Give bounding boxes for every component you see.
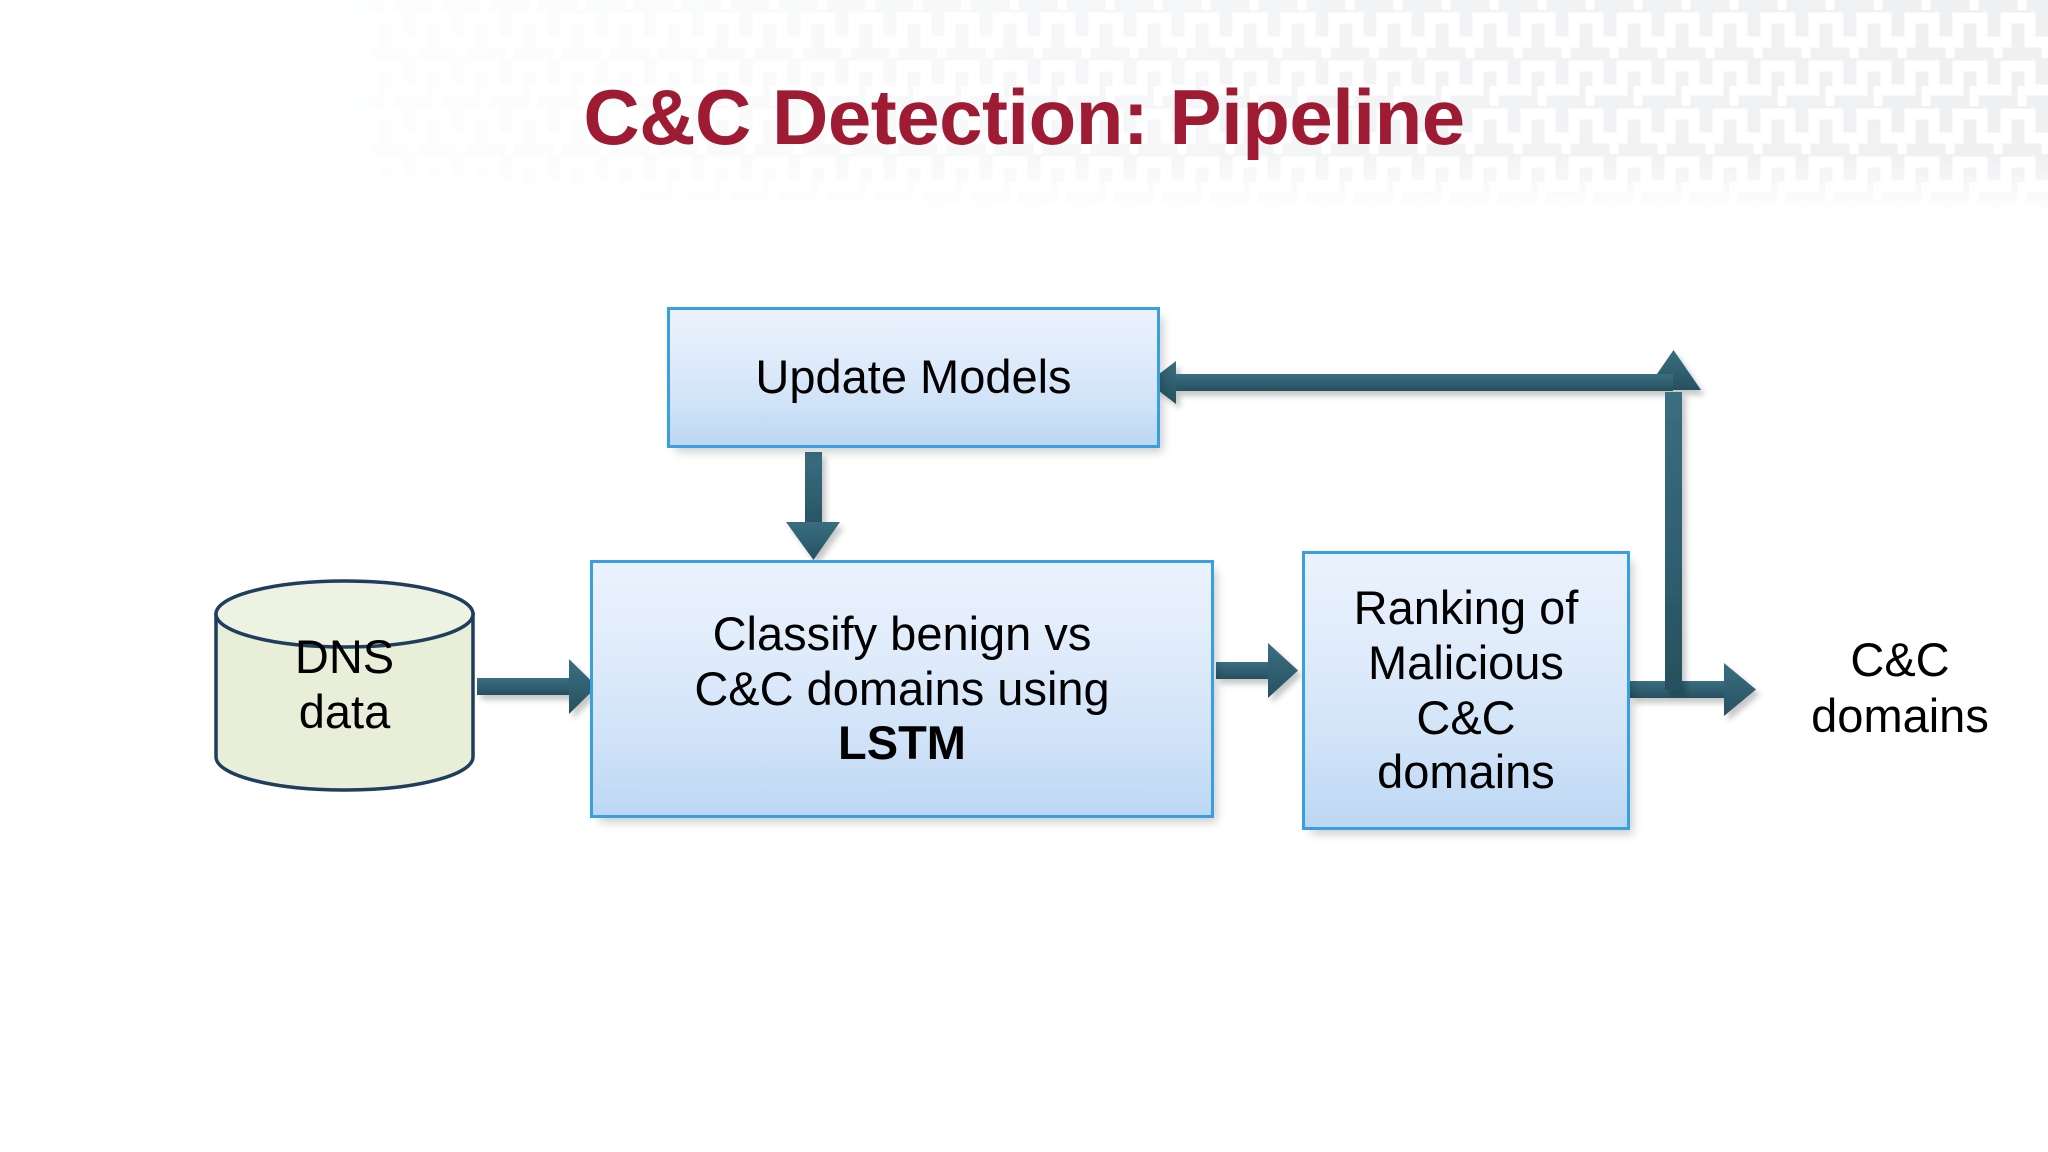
node-dns-data-label: DNS data	[212, 630, 477, 739]
classify-line-2: C&C domains using	[694, 661, 1110, 715]
ranking-line-2: Malicious	[1368, 635, 1564, 689]
ranking-line-4: domains	[1377, 745, 1555, 799]
output-line-2: domains	[1811, 689, 1989, 743]
ranking-line-3: C&C	[1416, 690, 1516, 744]
dns-line-1: DNS	[294, 630, 395, 683]
node-dns-data[interactable]: DNS data	[212, 578, 477, 793]
node-classify-label: Classify benign vs C&C domains using LST…	[694, 607, 1109, 771]
node-classify[interactable]: Classify benign vs C&C domains using LST…	[590, 560, 1214, 818]
classify-line-1: Classify benign vs	[712, 607, 1092, 661]
arrow-dns-to-classify	[477, 659, 597, 714]
cylinder-shape	[214, 579, 475, 792]
slide-header-band	[0, 0, 2048, 222]
arrow-ranking-to-output	[1630, 663, 1756, 716]
header-bottom-fade	[0, 156, 2048, 222]
node-ranking-label: Ranking of Malicious C&C domains	[1354, 581, 1579, 799]
node-cc-domains-output: C&C domains	[1770, 632, 2030, 745]
dns-line-2: data	[298, 684, 391, 738]
node-update-models[interactable]: Update Models	[667, 307, 1160, 448]
page-title: C&C Detection: Pipeline	[583, 73, 1465, 161]
arrow-update-to-classify	[786, 452, 840, 560]
node-update-models-label: Update Models	[755, 350, 1072, 404]
output-line-1: C&C	[1850, 633, 1950, 686]
classify-line-3: LSTM	[838, 716, 966, 770]
ranking-line-1: Ranking of	[1353, 581, 1579, 635]
node-ranking[interactable]: Ranking of Malicious C&C domains	[1302, 551, 1630, 830]
arrow-classify-to-ranking	[1216, 643, 1298, 698]
